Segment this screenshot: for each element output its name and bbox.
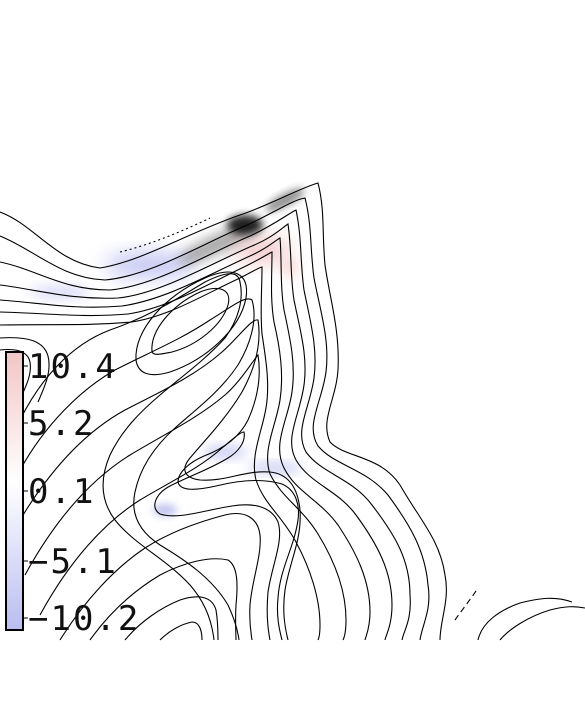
contour-line: [135, 271, 248, 376]
contour-line: [19, 273, 242, 641]
heat-patch-negative-ridge: [105, 253, 195, 277]
colorbar-tick-label: 5.2: [28, 404, 95, 444]
contour-line: [124, 596, 219, 641]
heat-patch-negative-mid-right: [247, 463, 303, 473]
contour-line: [0, 182, 447, 641]
contour-line: [159, 621, 203, 641]
colorbar-tick-label: 0.1: [28, 472, 95, 512]
contour-line: [151, 287, 230, 355]
colorbar-tick-label: 10.4: [28, 347, 118, 387]
colorbar-tick-label: −5.1: [28, 542, 118, 582]
contour-line: [454, 587, 479, 621]
contour-line: [24, 353, 300, 641]
heat-patch-negative-mid: [203, 446, 247, 458]
contour-line: [89, 558, 238, 641]
contour-line: [0, 266, 321, 641]
contour-line: [0, 223, 393, 641]
heat-patch-dark-upper: [265, 188, 305, 212]
contour-line: [0, 337, 50, 403]
heat-patch-dark-ridge: [178, 226, 252, 264]
contour-line: [0, 251, 347, 641]
contour-line: [19, 319, 301, 641]
colorbar-gradient: [5, 351, 24, 631]
contour-line: [499, 606, 585, 641]
contour-lines: [0, 182, 585, 641]
contour-line: [0, 197, 430, 641]
contour-line: [0, 348, 31, 396]
heat-patch-negative-left: [30, 286, 90, 298]
contour-line: [39, 431, 281, 641]
contour-line: [0, 237, 371, 641]
contour-line: [0, 209, 411, 641]
heat-patch-positive-right: [282, 258, 298, 278]
colorbar-tick-label: −10.2: [28, 599, 140, 639]
contour-line: [477, 597, 573, 641]
heat-patch-negative-low: [153, 504, 177, 516]
colorbar: 10.4 5.2 0.1 −5.1 −10.2: [5, 347, 140, 639]
contour-line: [59, 513, 261, 641]
